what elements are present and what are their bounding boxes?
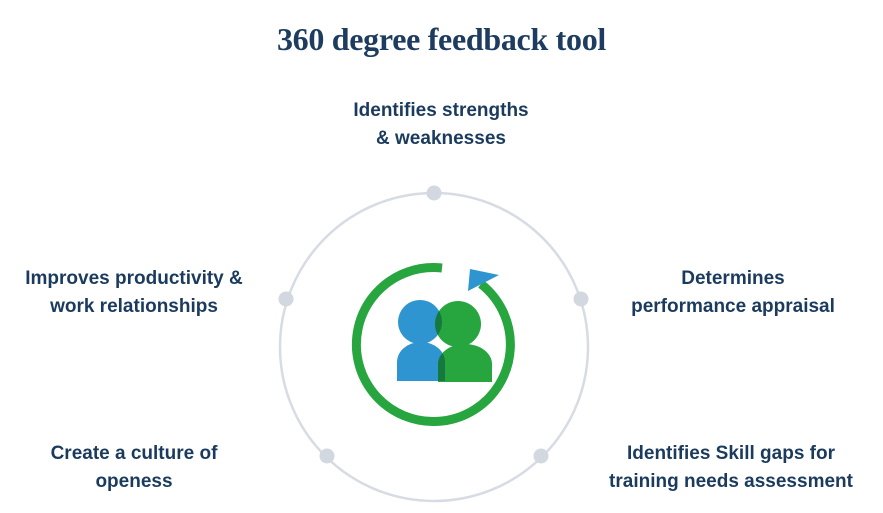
blue-person-head — [398, 300, 442, 344]
ring-dot-bottom-left — [319, 448, 335, 464]
rotation-arrow-head-icon — [468, 269, 499, 291]
benefit-label-left: Improves productivity & work relationshi… — [25, 268, 243, 317]
green-person-body — [438, 344, 492, 382]
ring-dot-left — [278, 291, 294, 307]
benefit-label-bottom-right: Identifies Skill gaps for training needs… — [609, 443, 853, 492]
benefit-label-bottom-left: Create a culture of openess — [50, 443, 218, 492]
two-people-icon — [397, 300, 492, 382]
ring-node-dots — [278, 185, 589, 464]
ring-dot-bottom-right — [533, 448, 549, 464]
ring-dot-top — [426, 185, 442, 201]
rotation-arrow-arc — [351, 263, 515, 426]
blue-person-body — [397, 342, 445, 381]
blue-person-icon — [397, 300, 445, 381]
ring-dot-right — [573, 291, 589, 307]
page-title: 360 degree feedback tool — [276, 21, 607, 57]
green-person-head — [435, 301, 481, 347]
benefit-label-top: Identifies strengths & weaknesses — [353, 100, 529, 149]
green-person-icon — [435, 301, 492, 382]
benefit-label-right: Determines performance appraisal — [631, 268, 835, 317]
